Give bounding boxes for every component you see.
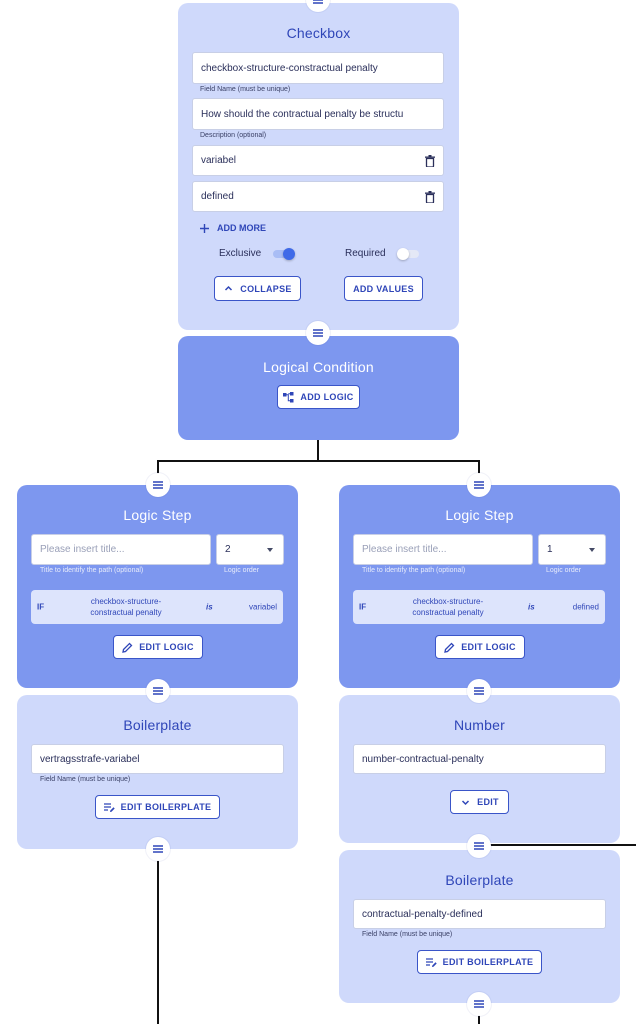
logic-condition-row: IF checkbox-structure- constractual pena… <box>31 590 283 624</box>
required-toggle[interactable] <box>397 248 419 260</box>
drag-handle-icon[interactable] <box>306 321 330 345</box>
collapse-button[interactable]: COLLAPSE <box>214 276 301 301</box>
connector-line <box>157 460 480 462</box>
required-label: Required <box>345 248 386 259</box>
edit-text-icon <box>425 957 437 967</box>
trash-icon[interactable] <box>425 154 435 167</box>
trash-icon[interactable] <box>425 190 435 203</box>
checkbox-card-title: Checkbox <box>286 25 351 41</box>
path-title-helper: Title to identify the path (optional) <box>362 567 466 574</box>
boilerplate-title: Boilerplate <box>445 872 514 888</box>
drag-handle-icon[interactable] <box>146 473 170 497</box>
path-title-helper: Title to identify the path (optional) <box>40 567 144 574</box>
chevron-down-icon <box>589 547 595 552</box>
drag-handle-icon[interactable] <box>467 473 491 497</box>
exclusive-label: Exclusive <box>219 248 262 259</box>
logic-order-helper: Logic order <box>224 567 260 574</box>
logic-order-select[interactable]: 1 <box>538 534 606 565</box>
checkbox-card: Checkbox checkbox-structure-constractual… <box>178 3 459 330</box>
condition-variable: checkbox-structure- constractual penalty <box>412 597 484 617</box>
pencil-icon <box>444 642 455 653</box>
edit-boilerplate-button[interactable]: EDIT BOILERPLATE <box>95 795 220 819</box>
connector-line <box>317 440 319 462</box>
edit-button[interactable]: EDIT <box>450 790 509 814</box>
logic-tree-icon <box>283 391 294 402</box>
description-helper: Description (optional) <box>200 132 267 139</box>
logic-step-card: Logic Step Please insert title... Title … <box>17 485 298 688</box>
number-card: Number number-contractual-penalty EDIT <box>339 695 620 843</box>
add-more-button[interactable]: ADD MORE <box>200 223 266 233</box>
field-name-input[interactable]: vertragsstrafe-variabel <box>31 744 284 774</box>
value-input-1[interactable]: variabel <box>192 145 444 176</box>
logical-condition-card: Logical Condition ADD LOGIC <box>178 336 459 440</box>
plus-icon <box>200 223 209 233</box>
chevron-down-icon <box>462 799 470 805</box>
drag-handle-icon[interactable] <box>146 679 170 703</box>
logic-order-select[interactable]: 2 <box>216 534 284 565</box>
drag-handle-icon[interactable] <box>467 834 491 858</box>
edit-boilerplate-button[interactable]: EDIT BOILERPLATE <box>417 950 542 974</box>
field-name-input[interactable]: contractual-penalty-defined <box>353 899 606 929</box>
boilerplate-card: Boilerplate vertragsstrafe-variabel Fiel… <box>17 695 298 849</box>
connector-line <box>157 858 159 1024</box>
add-logic-button[interactable]: ADD LOGIC <box>277 385 360 409</box>
connector-line <box>478 1012 480 1024</box>
field-name-helper: Field Name (must be unique) <box>362 931 453 938</box>
logic-order-helper: Logic order <box>546 567 582 574</box>
chevron-down-icon <box>267 547 273 552</box>
field-name-helper: Field Name (must be unique) <box>200 86 291 93</box>
logic-condition-row: IF checkbox-structure- constractual pena… <box>353 590 605 624</box>
drag-handle-icon[interactable] <box>146 837 170 861</box>
logical-condition-title: Logical Condition <box>263 359 374 375</box>
edit-logic-button[interactable]: EDIT LOGIC <box>435 635 525 659</box>
path-title-input[interactable]: Please insert title... <box>31 534 211 565</box>
condition-variable: checkbox-structure- constractual penalty <box>90 597 162 617</box>
edit-text-icon <box>103 802 115 812</box>
boilerplate-card: Boilerplate contractual-penalty-defined … <box>339 850 620 1003</box>
field-name-input[interactable]: checkbox-structure-constractual penalty <box>192 52 444 84</box>
connector-line <box>480 844 636 846</box>
exclusive-toggle[interactable] <box>273 248 295 260</box>
pencil-icon <box>122 642 133 653</box>
edit-logic-button[interactable]: EDIT LOGIC <box>113 635 203 659</box>
logic-step-title: Logic Step <box>445 507 514 523</box>
number-title: Number <box>454 717 505 733</box>
logic-step-title: Logic Step <box>123 507 192 523</box>
value-input-2[interactable]: defined <box>192 181 444 212</box>
boilerplate-title: Boilerplate <box>123 717 192 733</box>
add-values-button[interactable]: ADD VALUES <box>344 276 423 301</box>
drag-handle-icon[interactable] <box>306 0 330 12</box>
chevron-up-icon <box>225 285 233 291</box>
drag-handle-icon[interactable] <box>467 992 491 1016</box>
field-name-input[interactable]: number-contractual-penalty <box>353 744 606 774</box>
drag-handle-icon[interactable] <box>467 679 491 703</box>
path-title-input[interactable]: Please insert title... <box>353 534 533 565</box>
logic-step-card: Logic Step Please insert title... Title … <box>339 485 620 688</box>
field-name-helper: Field Name (must be unique) <box>40 776 131 783</box>
description-input[interactable]: How should the contractual penalty be st… <box>192 98 444 130</box>
